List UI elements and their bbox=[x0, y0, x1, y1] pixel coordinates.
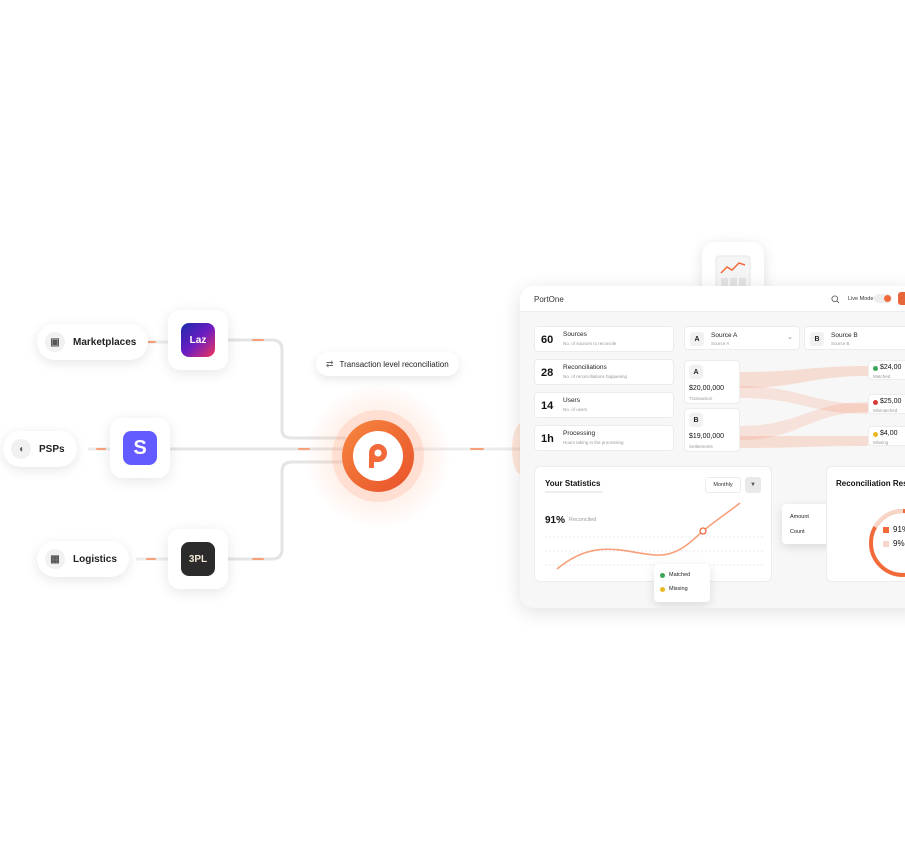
result-caption: Matched bbox=[873, 374, 891, 379]
source-name: Source B bbox=[831, 332, 858, 339]
menu-item-amount[interactable]: Amount bbox=[790, 514, 809, 520]
reconciliation-flow-bands bbox=[740, 366, 868, 448]
source-name: Source A bbox=[711, 332, 738, 339]
source-pill-marketplaces[interactable]: ▣ Marketplaces bbox=[37, 324, 149, 360]
flow-dash bbox=[146, 341, 156, 343]
stat-value: 60 bbox=[541, 334, 554, 346]
period-select[interactable]: Monthly bbox=[705, 477, 741, 493]
source-sub: Source A bbox=[711, 341, 730, 346]
dashboard-window: PortOne Live Mode 60 Sources No. of sour… bbox=[520, 286, 905, 608]
your-statistics-card: Your Statistics Monthly ▼ 91% Reconciled bbox=[534, 466, 772, 582]
status-dot bbox=[873, 432, 878, 437]
stat-card-processing: 1h Processing Hours taking in the proces… bbox=[534, 425, 674, 451]
transaction-box: A $20,00,000 Transaction bbox=[684, 360, 740, 404]
title-underline bbox=[545, 491, 603, 493]
reconciled-percent: 91% bbox=[545, 515, 566, 526]
results-donut-chart bbox=[869, 508, 905, 577]
stat-sub: Hours taking in the processing bbox=[563, 440, 624, 445]
source-b-select[interactable]: B Source B Source B bbox=[804, 326, 905, 350]
stat-value: 28 bbox=[541, 367, 554, 379]
box-letter: B bbox=[689, 413, 703, 427]
source-sub: Source B bbox=[831, 341, 850, 346]
result-amount: $4,00 bbox=[880, 430, 898, 437]
result-amount: $25,00 bbox=[880, 398, 902, 405]
caret-down-icon[interactable]: ▼ bbox=[745, 477, 761, 493]
portone-hub bbox=[342, 420, 414, 492]
results-title: Reconciliation Results bbox=[836, 479, 905, 488]
source-letter: B bbox=[810, 332, 824, 346]
result-row-matched: 91% bbox=[883, 525, 905, 534]
truck-icon: ▦ bbox=[45, 549, 65, 569]
flow-dash bbox=[96, 448, 106, 450]
source-label: Marketplaces bbox=[73, 336, 137, 348]
legend-matched: Matched bbox=[660, 572, 690, 578]
swap-arrows-icon: ⇄ bbox=[326, 358, 334, 369]
result-missing: $4,00 Missing bbox=[868, 426, 905, 446]
stat-label: Processing bbox=[563, 430, 596, 437]
lazada-logo-card: Laz bbox=[168, 310, 228, 370]
stat-label: Reconciliations bbox=[563, 364, 607, 371]
portone-logo-icon bbox=[369, 444, 387, 468]
stat-card-sources: 60 Sources No. of sources to reconcile bbox=[534, 326, 674, 352]
reconciliation-results-card: Reconciliation Results 91% 9% bbox=[826, 466, 905, 582]
stat-value: 1h bbox=[541, 433, 554, 445]
stat-label: Users bbox=[563, 397, 580, 404]
source-label: PSPs bbox=[39, 443, 65, 455]
3pl-logo-card: 3PL bbox=[168, 529, 228, 589]
result-caption: Mismatched bbox=[873, 408, 898, 413]
status-dot bbox=[873, 366, 878, 371]
stat-sub: No. of users bbox=[563, 407, 588, 412]
stat-label: Sources bbox=[563, 331, 587, 338]
stat-card-reconciliations: 28 Reconciliations No. of reconciliation… bbox=[534, 359, 674, 385]
result-row-missing: 9% bbox=[883, 539, 905, 548]
source-a-select[interactable]: A Source A Source A ⌄ bbox=[684, 326, 800, 350]
flow-dash bbox=[298, 448, 310, 450]
stat-sub: No. of sources to reconcile bbox=[563, 341, 617, 346]
chevron-down-icon: ⌄ bbox=[787, 334, 793, 341]
lazada-logo: Laz bbox=[181, 323, 215, 357]
result-caption: Missing bbox=[873, 440, 889, 445]
stat-sub: No. of reconciliations happening bbox=[563, 374, 628, 379]
flow-dash bbox=[252, 558, 264, 560]
connector-laz-hub bbox=[228, 338, 346, 440]
stripe-logo: S bbox=[123, 431, 157, 465]
live-mode-toggle[interactable] bbox=[874, 294, 892, 303]
search-icon[interactable] bbox=[831, 295, 840, 304]
stat-card-users: 14 Users No. of users bbox=[534, 392, 674, 418]
result-matched: $24,00 Matched bbox=[868, 360, 905, 380]
store-icon: ▣ bbox=[45, 332, 65, 352]
box-caption: Transaction bbox=[689, 396, 713, 401]
flow-dash bbox=[470, 448, 484, 450]
legend-missing: Missing bbox=[660, 586, 688, 592]
result-mismatched: $25,00 Mismatched bbox=[868, 394, 905, 414]
menu-item-count[interactable]: Count bbox=[790, 529, 805, 535]
stripe-logo-card: S bbox=[110, 418, 170, 478]
statistics-title: Your Statistics bbox=[545, 479, 601, 488]
status-dot bbox=[873, 400, 878, 405]
connector-3pl-hub bbox=[228, 460, 346, 561]
flow-dash bbox=[252, 339, 264, 341]
flow-dash bbox=[146, 558, 156, 560]
stat-value: 14 bbox=[541, 400, 554, 412]
brand-name: PortOne bbox=[534, 295, 564, 304]
reconciled-label: Reconciled bbox=[569, 517, 597, 523]
settlements-box: B $19,00,000 Settlements bbox=[684, 408, 740, 452]
box-amount: $20,00,000 bbox=[689, 385, 725, 392]
source-pill-psps[interactable]: ◖ PSPs bbox=[3, 431, 77, 467]
reconciliation-tag-label: Transaction level reconciliation bbox=[339, 359, 449, 369]
box-letter: A bbox=[689, 365, 703, 379]
live-mode-label: Live Mode bbox=[848, 296, 874, 302]
box-amount: $19,00,000 bbox=[689, 433, 725, 440]
avatar[interactable] bbox=[898, 292, 905, 305]
source-label: Logistics bbox=[73, 553, 117, 565]
source-letter: A bbox=[690, 332, 704, 346]
3pl-logo: 3PL bbox=[181, 542, 215, 576]
chart-legend: Matched Missing bbox=[654, 564, 710, 602]
box-caption: Settlements bbox=[689, 444, 713, 449]
result-amount: $24,00 bbox=[880, 364, 902, 371]
gauge-icon: ◖ bbox=[11, 439, 31, 459]
source-pill-logistics[interactable]: ▦ Logistics bbox=[37, 541, 129, 577]
dashboard-header: PortOne Live Mode bbox=[520, 286, 905, 312]
transaction-reconciliation-tag: ⇄ Transaction level reconciliation bbox=[316, 352, 459, 376]
